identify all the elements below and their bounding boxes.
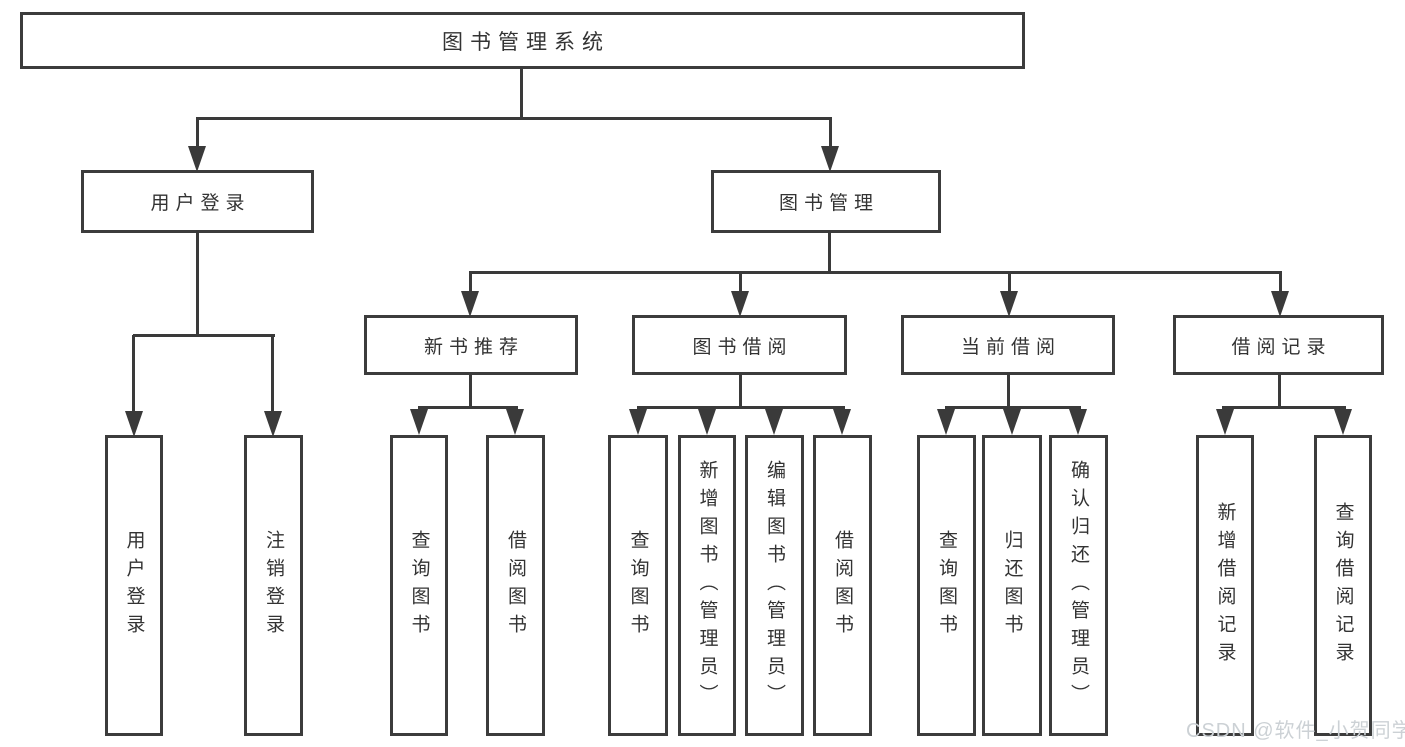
connector-line (1279, 272, 1282, 293)
connector-line (469, 272, 472, 293)
connector-line (196, 118, 199, 148)
leaf-add-book-admin: 新增图书（管理员） (678, 435, 736, 736)
node-label: 图书借阅 (692, 336, 793, 358)
arrowhead-down-icon (629, 409, 647, 435)
connector-line (196, 117, 832, 120)
connector-line (133, 334, 275, 337)
connector-line (637, 406, 845, 409)
leaf-query-borrow-record: 查询借阅记录 (1314, 435, 1372, 736)
connector-line (1278, 373, 1281, 409)
arrowhead-down-icon (410, 409, 428, 435)
leaf-borrow-books-recommend: 借阅图书 (486, 435, 545, 736)
node-label: 图书管理系统 (442, 30, 610, 54)
connector-line (132, 335, 135, 411)
leaf-query-books-borrow: 查询图书 (608, 435, 668, 736)
arrowhead-down-icon (125, 411, 143, 437)
connector-line (945, 406, 1081, 409)
node-borrowing-records: 借阅记录 (1173, 315, 1384, 375)
leaf-user-login: 用户登录 (105, 435, 163, 736)
arrowhead-down-icon (1216, 409, 1234, 435)
connector-line (469, 373, 472, 409)
arrowhead-down-icon (698, 409, 716, 435)
leaf-edit-book-admin: 编辑图书（管理员） (745, 435, 804, 736)
arrowhead-down-icon (821, 146, 839, 172)
node-new-book-recommendation: 新书推荐 (364, 315, 578, 375)
connector-line (520, 66, 523, 120)
connector-line (271, 335, 274, 411)
connector-line (1007, 373, 1010, 409)
leaf-query-books-recommend: 查询图书 (390, 435, 448, 736)
leaf-return-books: 归还图书 (982, 435, 1042, 736)
node-library-management-system: 图书管理系统 (20, 12, 1025, 69)
node-book-borrowing: 图书借阅 (632, 315, 847, 375)
node-label: 新书推荐 (423, 336, 524, 358)
leaf-borrow-books: 借阅图书 (813, 435, 872, 736)
arrowhead-down-icon (188, 146, 206, 172)
connector-line (828, 231, 831, 274)
node-label: 用户登录 (150, 193, 251, 214)
csdn-watermark: CSDN @软件_小贺同学 (1186, 720, 1405, 742)
node-user-login: 用户登录 (81, 170, 314, 233)
arrowhead-down-icon (1334, 409, 1352, 435)
connector-line (469, 271, 1282, 274)
arrowhead-down-icon (264, 411, 282, 437)
connector-line (829, 118, 832, 148)
connector-line (196, 231, 199, 336)
leaf-add-borrow-record: 新增借阅记录 (1196, 435, 1254, 736)
connector-line (1008, 272, 1011, 293)
arrowhead-down-icon (1003, 409, 1021, 435)
node-book-management: 图书管理 (711, 170, 941, 233)
leaf-logout: 注销登录 (244, 435, 303, 736)
leaf-confirm-return-admin: 确认归还（管理员） (1049, 435, 1108, 736)
arrowhead-down-icon (1271, 291, 1289, 317)
arrowhead-down-icon (1000, 291, 1018, 317)
leaf-query-books-current: 查询图书 (917, 435, 976, 736)
node-current-borrowing: 当前借阅 (901, 315, 1115, 375)
connector-line (418, 406, 518, 409)
arrowhead-down-icon (833, 409, 851, 435)
connector-line (739, 373, 742, 409)
arrowhead-down-icon (731, 291, 749, 317)
connector-line (1222, 406, 1346, 409)
connector-line (739, 272, 742, 293)
node-label: 借阅记录 (1231, 336, 1332, 358)
arrowhead-down-icon (506, 409, 524, 435)
node-label: 图书管理 (778, 193, 879, 214)
arrowhead-down-icon (1069, 409, 1087, 435)
arrowhead-down-icon (937, 409, 955, 435)
node-label: 当前借阅 (960, 336, 1061, 358)
arrowhead-down-icon (765, 409, 783, 435)
arrowhead-down-icon (461, 291, 479, 317)
